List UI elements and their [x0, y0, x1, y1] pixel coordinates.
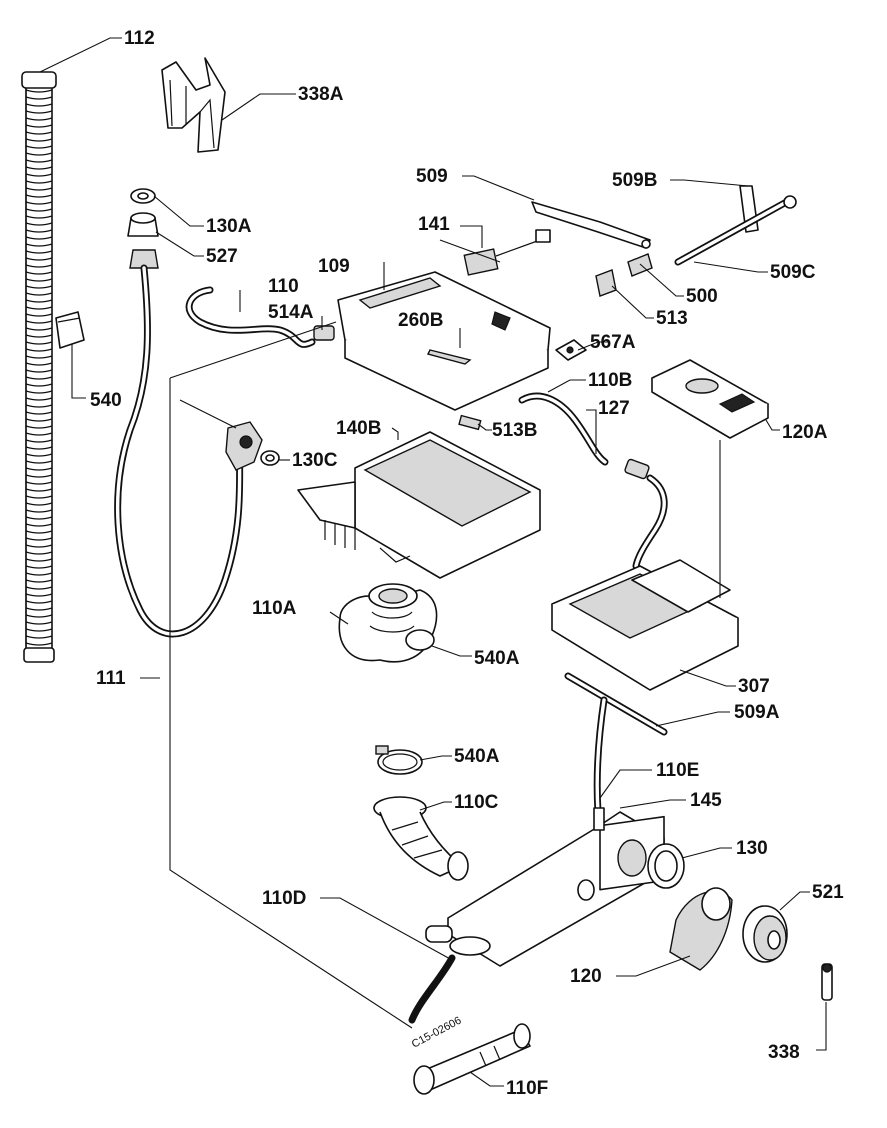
label-509B: 509B [612, 170, 657, 191]
part-110D-hose [408, 954, 456, 1024]
label-109: 109 [318, 256, 350, 277]
assembly-lines [169, 239, 721, 1029]
part-338-pin [821, 963, 833, 1001]
part-120-filter-elbow [669, 887, 733, 971]
part-509B-lever [674, 185, 797, 266]
part-509-lever [531, 201, 651, 249]
label-127: 127 [598, 398, 630, 419]
part-513B-fitting [458, 414, 482, 431]
part-140B-dispenser-housing [297, 431, 541, 579]
label-509C: 509C [770, 262, 816, 283]
label-110D: 110D [262, 888, 306, 909]
part-567A-clip [555, 339, 587, 361]
part-110C-elbow-hose [373, 796, 469, 881]
part-338A-hose-bracket [161, 57, 226, 153]
label-540A-2: 540A [454, 746, 500, 767]
label-120: 120 [570, 966, 602, 987]
label-567A: 567A [590, 332, 636, 353]
label-140B: 140B [336, 418, 381, 439]
label-112: 112 [124, 28, 155, 49]
part-labels: 112 338A 509 509B 130A 141 527 109 509C … [90, 28, 844, 1099]
label-110F: 110F [506, 1078, 548, 1099]
label-130C: 130C [292, 450, 338, 471]
label-513: 513 [656, 308, 688, 329]
label-141: 141 [418, 214, 450, 235]
label-338: 338 [768, 1042, 800, 1063]
part-540-clip [55, 311, 85, 349]
part-540A-clamp-1 [405, 629, 435, 651]
label-509A: 509A [734, 702, 780, 723]
label-513B: 513B [492, 420, 537, 441]
label-120A: 120A [782, 422, 828, 443]
part-141-switch [463, 229, 551, 276]
label-130: 130 [736, 838, 768, 859]
label-130A: 130A [206, 216, 252, 237]
label-521: 521 [812, 882, 844, 903]
part-112-corrugated-hose [21, 71, 57, 663]
part-521-knob [742, 905, 788, 963]
part-110-hose [185, 286, 316, 348]
part-130-seal [647, 843, 685, 889]
label-111: 111 [96, 668, 126, 689]
label-527: 527 [206, 246, 238, 267]
label-110C: 110C [454, 792, 499, 813]
part-509A-rod [564, 672, 668, 736]
part-307-drawer [551, 559, 739, 691]
label-110A: 110A [252, 598, 297, 619]
part-120A-dispenser-front [651, 359, 769, 439]
part-145-sump [425, 807, 665, 967]
label-110E: 110E [656, 760, 699, 781]
part-527-filter [127, 212, 159, 237]
part-130C-washer [260, 450, 280, 466]
label-110: 110 [268, 276, 299, 297]
part-111-inlet-hose [114, 249, 263, 638]
part-109-dispenser-plate [337, 271, 551, 411]
part-513-fitting [595, 269, 617, 297]
label-500: 500 [686, 286, 718, 307]
label-307: 307 [738, 676, 770, 697]
part-110B-hose [518, 392, 609, 466]
label-110B: 110B [588, 370, 632, 391]
part-540A-clamp-2 [375, 745, 423, 775]
part-110E-hose [593, 696, 608, 816]
label-540A-1: 540A [474, 648, 520, 669]
label-338A: 338A [298, 84, 344, 105]
drawing-code: C15-02606 [410, 1014, 464, 1050]
label-260B: 260B [398, 310, 443, 331]
label-540: 540 [90, 390, 122, 411]
part-110F-outlet-hose [413, 1023, 531, 1095]
part-127-hose [624, 458, 668, 570]
label-leader-lines [39, 37, 827, 1087]
label-509: 509 [416, 166, 448, 187]
part-500-fitting [627, 253, 653, 277]
label-145: 145 [690, 790, 722, 811]
label-514A: 514A [268, 302, 314, 323]
part-130A-washer [130, 188, 156, 204]
